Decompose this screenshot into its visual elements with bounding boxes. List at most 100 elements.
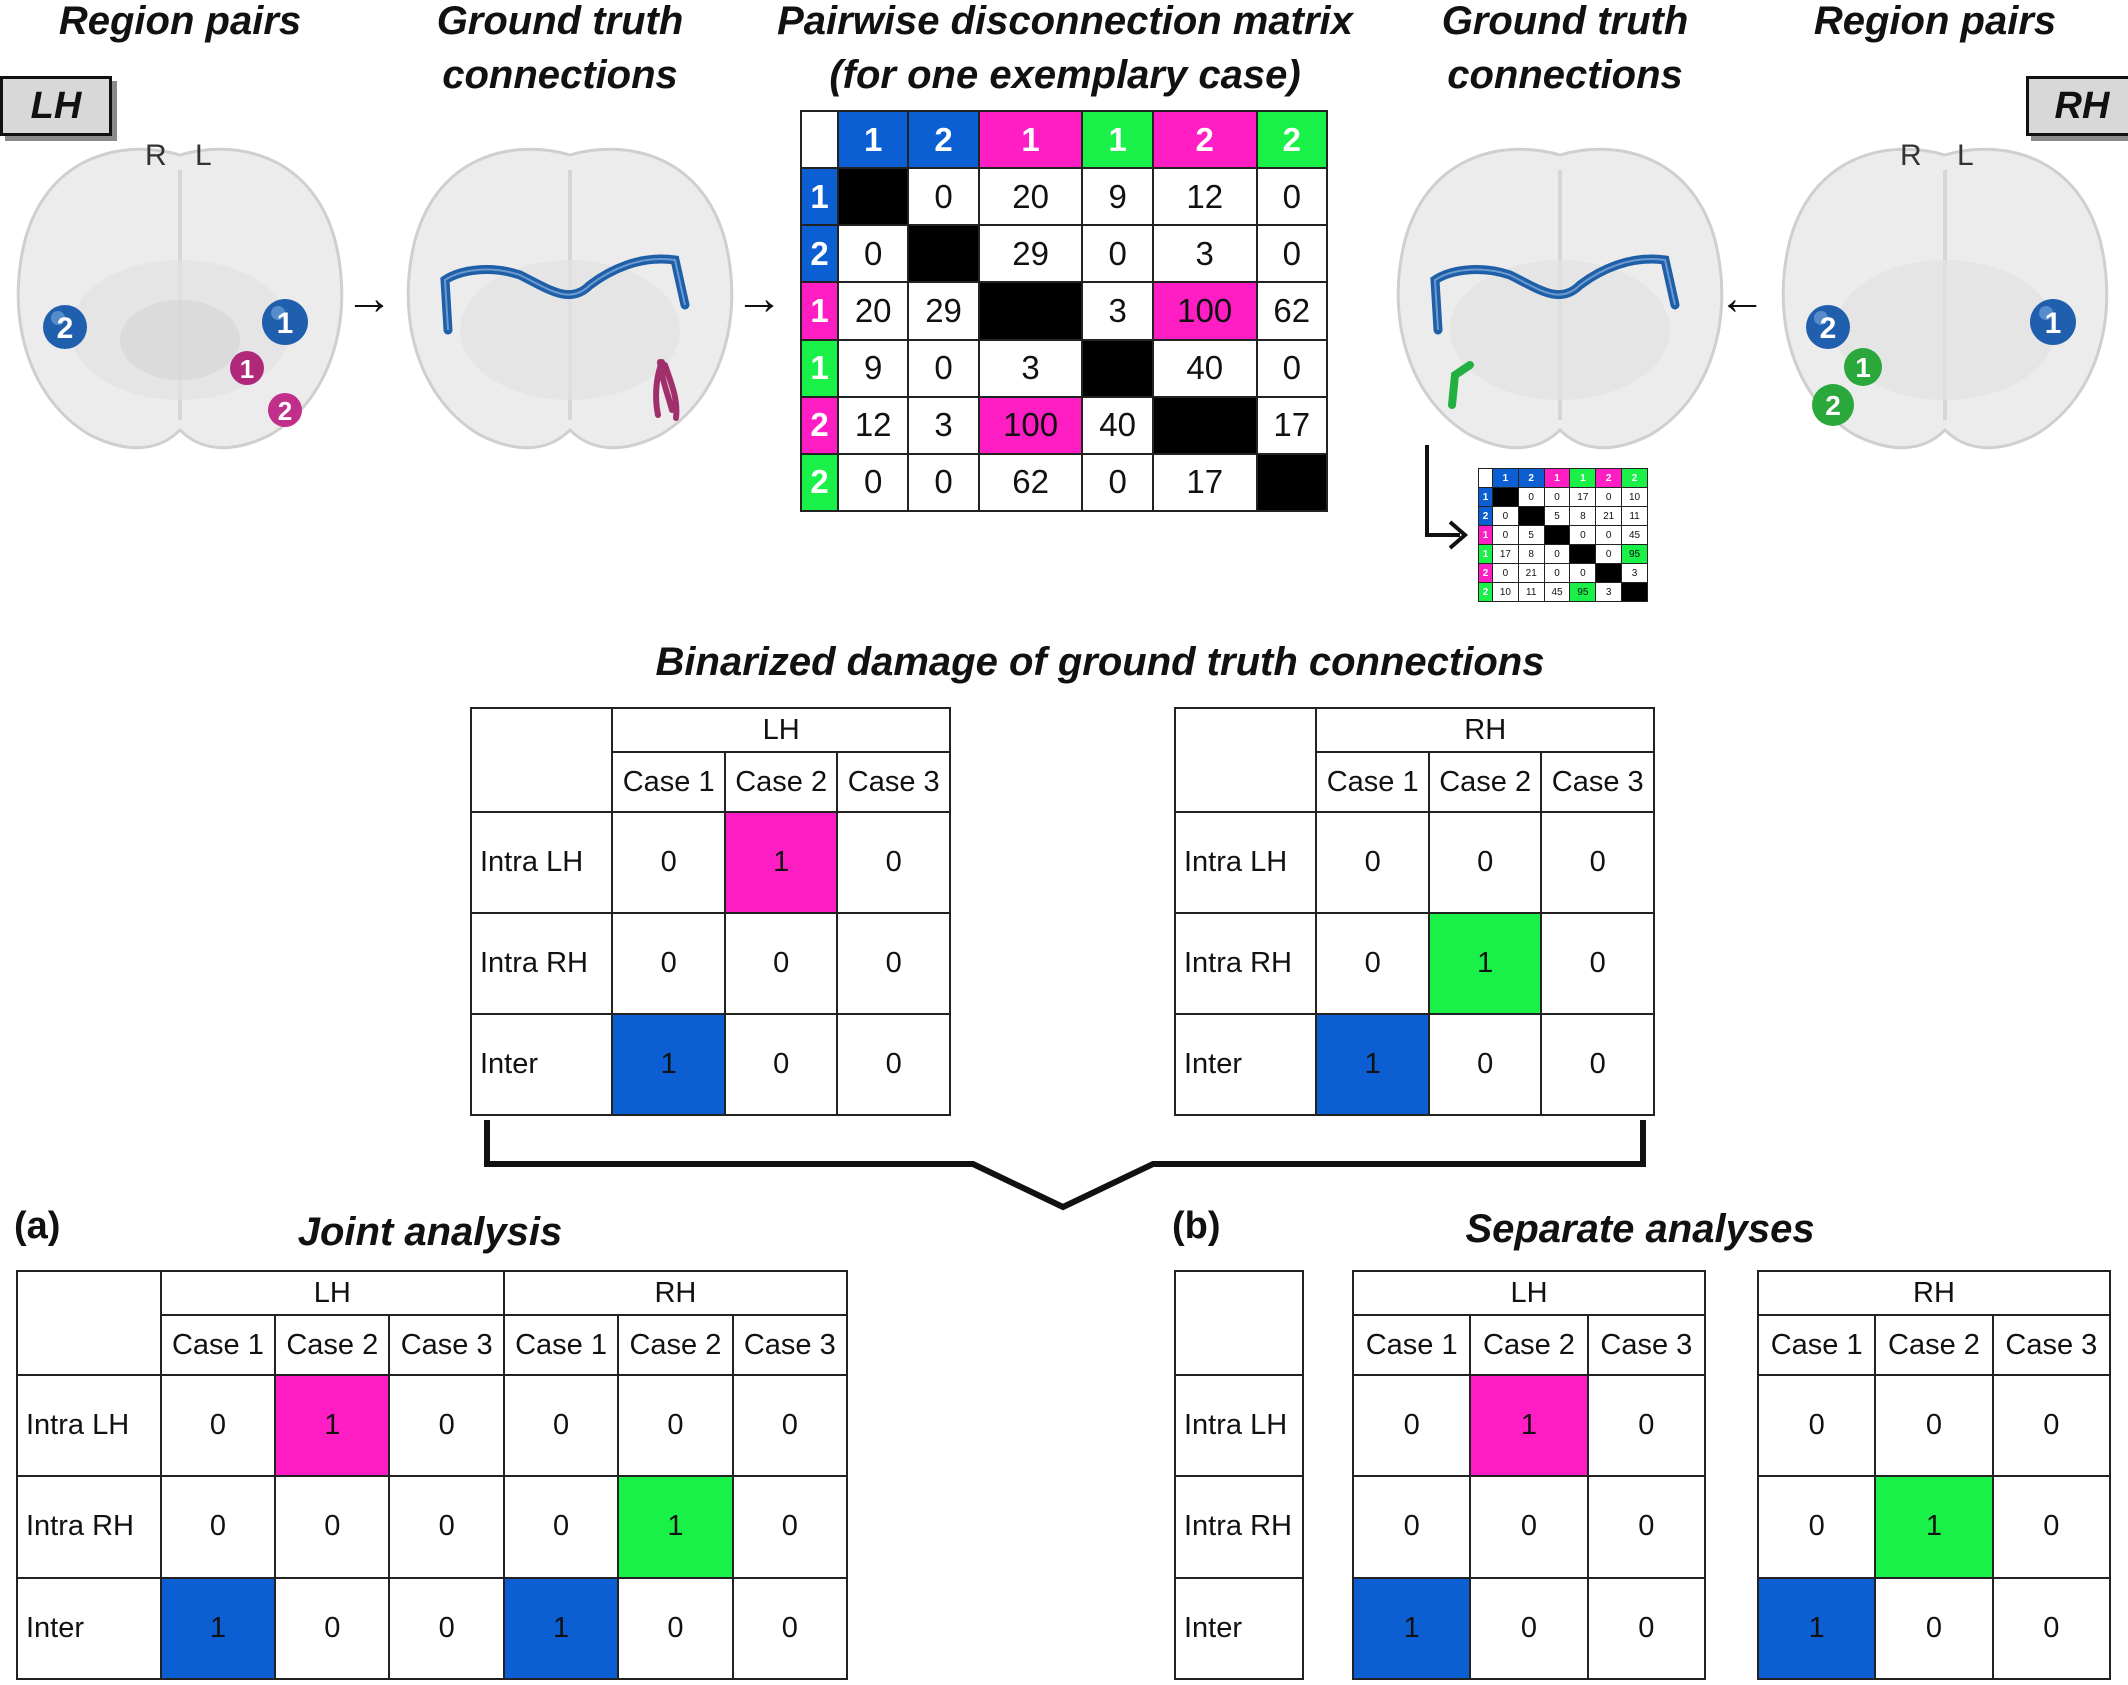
mini-value-cell: 45 [1621,525,1648,545]
mini-value-cell: 21 [1595,506,1623,526]
header-row: RH [1757,1270,2111,1316]
mini-value-cell: 0 [1595,487,1623,507]
pw-col-header: 1 [977,109,1084,170]
row-label: Intra LH [1173,811,1318,914]
value-cell: 0 [617,1373,734,1478]
hemisphere-header: RH [1315,707,1655,753]
pw-value-cell: 3 [1151,224,1258,284]
hemisphere-header: RH [502,1270,849,1316]
row-label: Intra LH [469,811,614,914]
diagonal-cell [1517,506,1545,526]
corner-cell [1173,707,1318,813]
row-label: Inter [469,1013,614,1116]
value-cell: 1 [1351,1576,1472,1681]
brain-right-regions: R L 2 1 1 2 [1781,139,2109,450]
value-cell: 0 [1540,1013,1655,1116]
pw-col-header: 1 [836,109,910,170]
mini-value-cell: 0 [1491,506,1519,526]
arrow-right-2: → [735,272,783,325]
diagonal-cell [1491,487,1519,507]
mini-value-cell: 95 [1569,582,1597,602]
value-cell: 0 [388,1475,505,1579]
case-header: Case 2 [617,1314,734,1376]
value-cell: 0 [1315,811,1430,914]
pw-value-cell: 40 [1081,395,1154,455]
mini-row-header: 2 [1478,582,1493,602]
mini-value-cell: 17 [1569,487,1597,507]
region-marker-blue-2: 2 [43,305,87,349]
pw-value-cell: 0 [907,167,980,227]
mini-value-cell: 95 [1621,544,1648,564]
value-cell: 0 [1540,912,1655,1015]
mini-value-cell: 5 [1543,506,1571,526]
mini-row-header: 1 [1478,487,1493,507]
value-cell: 0 [731,1373,849,1478]
case-header: Case 1 [1756,1314,1877,1376]
mini-value-cell: 3 [1621,563,1648,583]
value-cell: 0 [1540,811,1655,914]
case-header: Case 3 [388,1314,505,1376]
mini-value-cell: 11 [1517,582,1545,602]
case-header: Case 3 [1991,1314,2112,1376]
value-cell: 0 [731,1576,849,1681]
mini-value-cell: 0 [1517,487,1545,507]
value-cell: 0 [836,912,951,1015]
diagonal-cell [1151,395,1258,455]
mini-value-cell: 0 [1595,544,1623,564]
value-cell: 0 [274,1576,391,1681]
pw-value-cell: 62 [1255,281,1329,341]
value-cell: 0 [611,912,726,1015]
value-cell: 1 [502,1576,620,1681]
value-cell: 1 [611,1013,726,1116]
mini-row-header: 2 [1478,506,1493,526]
brain-left-connections [406,147,734,450]
mini-col-header: 1 [1543,468,1571,488]
panel-label-b: (b) [1172,1205,1221,1247]
brain-right-connections [1396,147,1724,450]
case-header: Case 1 [159,1314,277,1376]
value-cell: 1 [1315,1013,1430,1116]
title-binarized: Binarized damage of ground truth connect… [655,640,1545,684]
value-cell: 0 [617,1576,734,1681]
mini-value-cell: 10 [1491,582,1519,602]
diagonal-cell [1543,525,1571,545]
title-pairwise-matrix: Pairwise disconnection matrix (for one e… [777,0,1353,97]
label-header-row [1174,1270,1304,1376]
pw-value-cell: 0 [907,338,980,398]
mini-row-header: 1 [1478,525,1493,545]
title-ground-truth-left: Ground truth connections [436,0,684,97]
mini-value-cell: 0 [1569,563,1597,583]
row-label: Inter [1173,1013,1318,1116]
svg-text:2: 2 [278,396,292,426]
value-cell: 0 [1427,1013,1543,1116]
title-ground-truth-right: Ground truth connections [1441,0,1689,97]
value-cell: 0 [159,1475,277,1579]
svg-text:2: 2 [1825,390,1841,421]
value-cell: 0 [731,1475,849,1579]
row-label: Intra LH [1174,1373,1304,1478]
case-header: Case 2 [1427,751,1543,813]
orient-r-left: R [145,139,167,172]
orient-r-right: R [1900,139,1922,172]
case-header: Case 1 [502,1314,620,1376]
diagonal-cell [977,281,1084,341]
case-header: Case 1 [611,751,726,813]
pw-value-cell: 40 [1151,338,1258,398]
mini-col-header: 2 [1621,468,1648,488]
